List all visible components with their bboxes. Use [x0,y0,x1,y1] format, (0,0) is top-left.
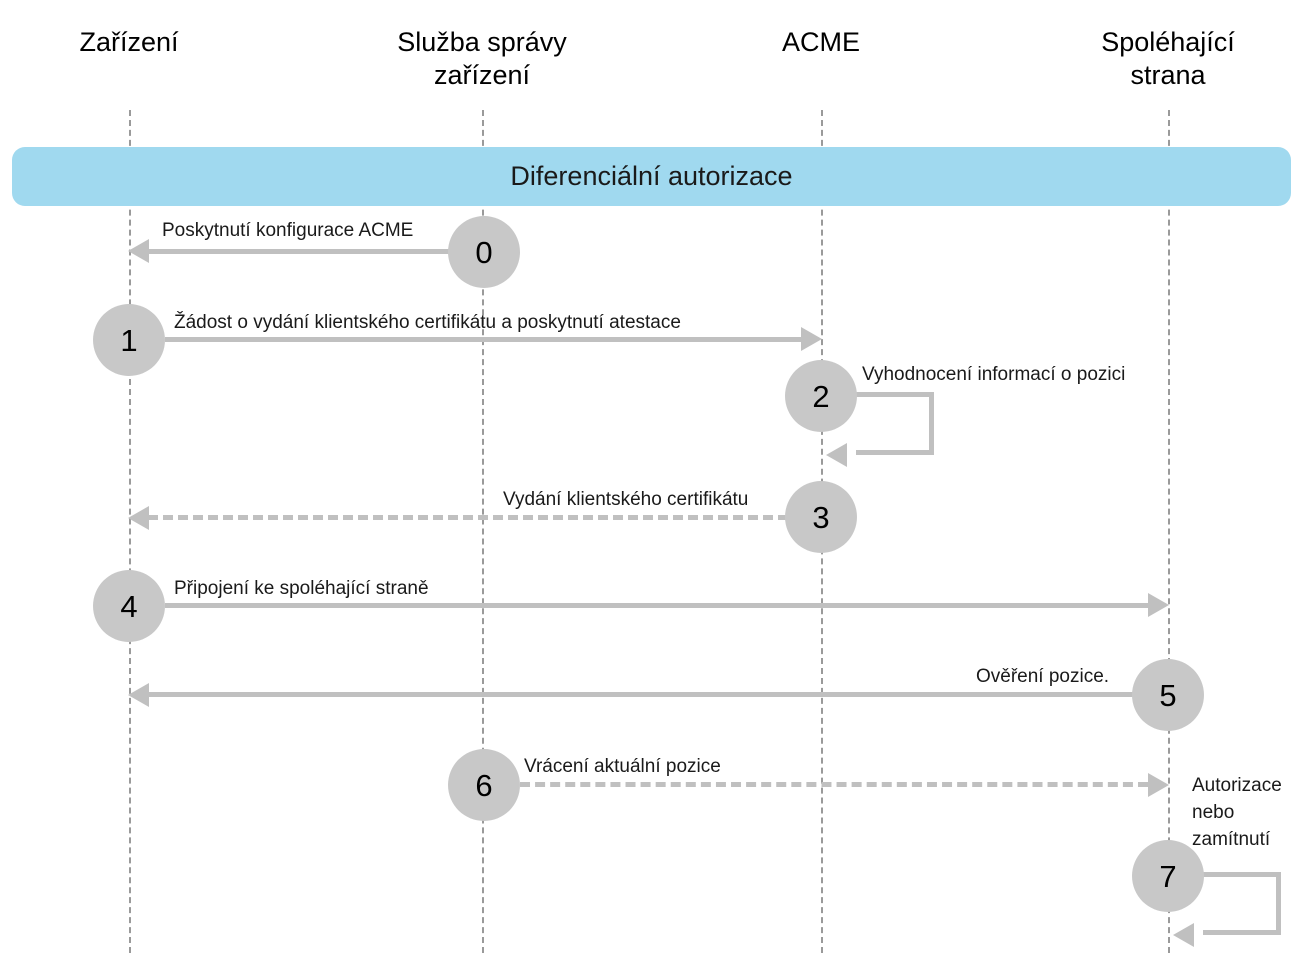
message-line-step-1 [165,337,801,342]
step-badge-1[interactable]: 1 [93,304,165,376]
self-loop-step-7 [1203,872,1281,935]
step-badge-5[interactable]: 5 [1132,659,1204,731]
arrowhead-step-1 [801,327,822,351]
step-badge-0[interactable]: 0 [448,216,520,288]
message-caption-step-5: Ověření pozice. [976,666,1110,687]
message-caption-step-1: Žádost o vydání klientského certifikátu … [174,312,681,333]
arrowhead-step-5 [128,683,149,707]
arrowhead-step-6 [1148,773,1169,797]
message-caption-step-6: Vrácení aktuální pozice [524,756,721,777]
annotation-relying-party-decision: Autorizace nebo zamítnutí [1192,775,1282,850]
lane-header-device: Zařízení [79,27,179,57]
message-line-step-5 [148,692,1138,697]
step-badge-7[interactable]: 7 [1132,840,1204,912]
message-line-step-0 [148,249,462,254]
arrowhead-step-0 [128,239,149,263]
phase-banner: Diferenciální autorizace [12,147,1291,206]
message-caption-step-2: Vyhodnocení informací o pozici [862,364,1126,385]
message-line-step-4 [165,603,1148,608]
lifeline-relying-party [1168,110,1170,953]
message-caption-step-4: Připojení ke spoléhající straně [174,578,429,599]
arrowhead-step-2 [826,443,847,467]
lifeline-device [129,110,131,953]
lane-header-relying-party: Spoléhající strana [1101,27,1235,90]
message-caption-step-0: Poskytnutí konfigurace ACME [162,220,414,241]
self-loop-step-2 [856,392,934,455]
arrowhead-step-7 [1173,923,1194,947]
message-line-step-6 [520,782,1148,787]
step-badge-3[interactable]: 3 [785,481,857,553]
arrowhead-step-4 [1148,593,1169,617]
message-line-step-3 [148,515,788,520]
lifeline-device-management-service [482,110,484,953]
step-badge-4[interactable]: 4 [93,570,165,642]
phase-banner-label: Diferenciální autorizace [510,161,793,191]
message-caption-step-3: Vydání klientského certifikátu [503,489,749,510]
step-badge-6[interactable]: 6 [448,749,520,821]
lane-header-acme: ACME [781,27,860,57]
arrowhead-step-3 [128,506,149,530]
lane-header-device-management-service: Služba správy zařízení [397,27,567,90]
step-badge-2[interactable]: 2 [785,360,857,432]
